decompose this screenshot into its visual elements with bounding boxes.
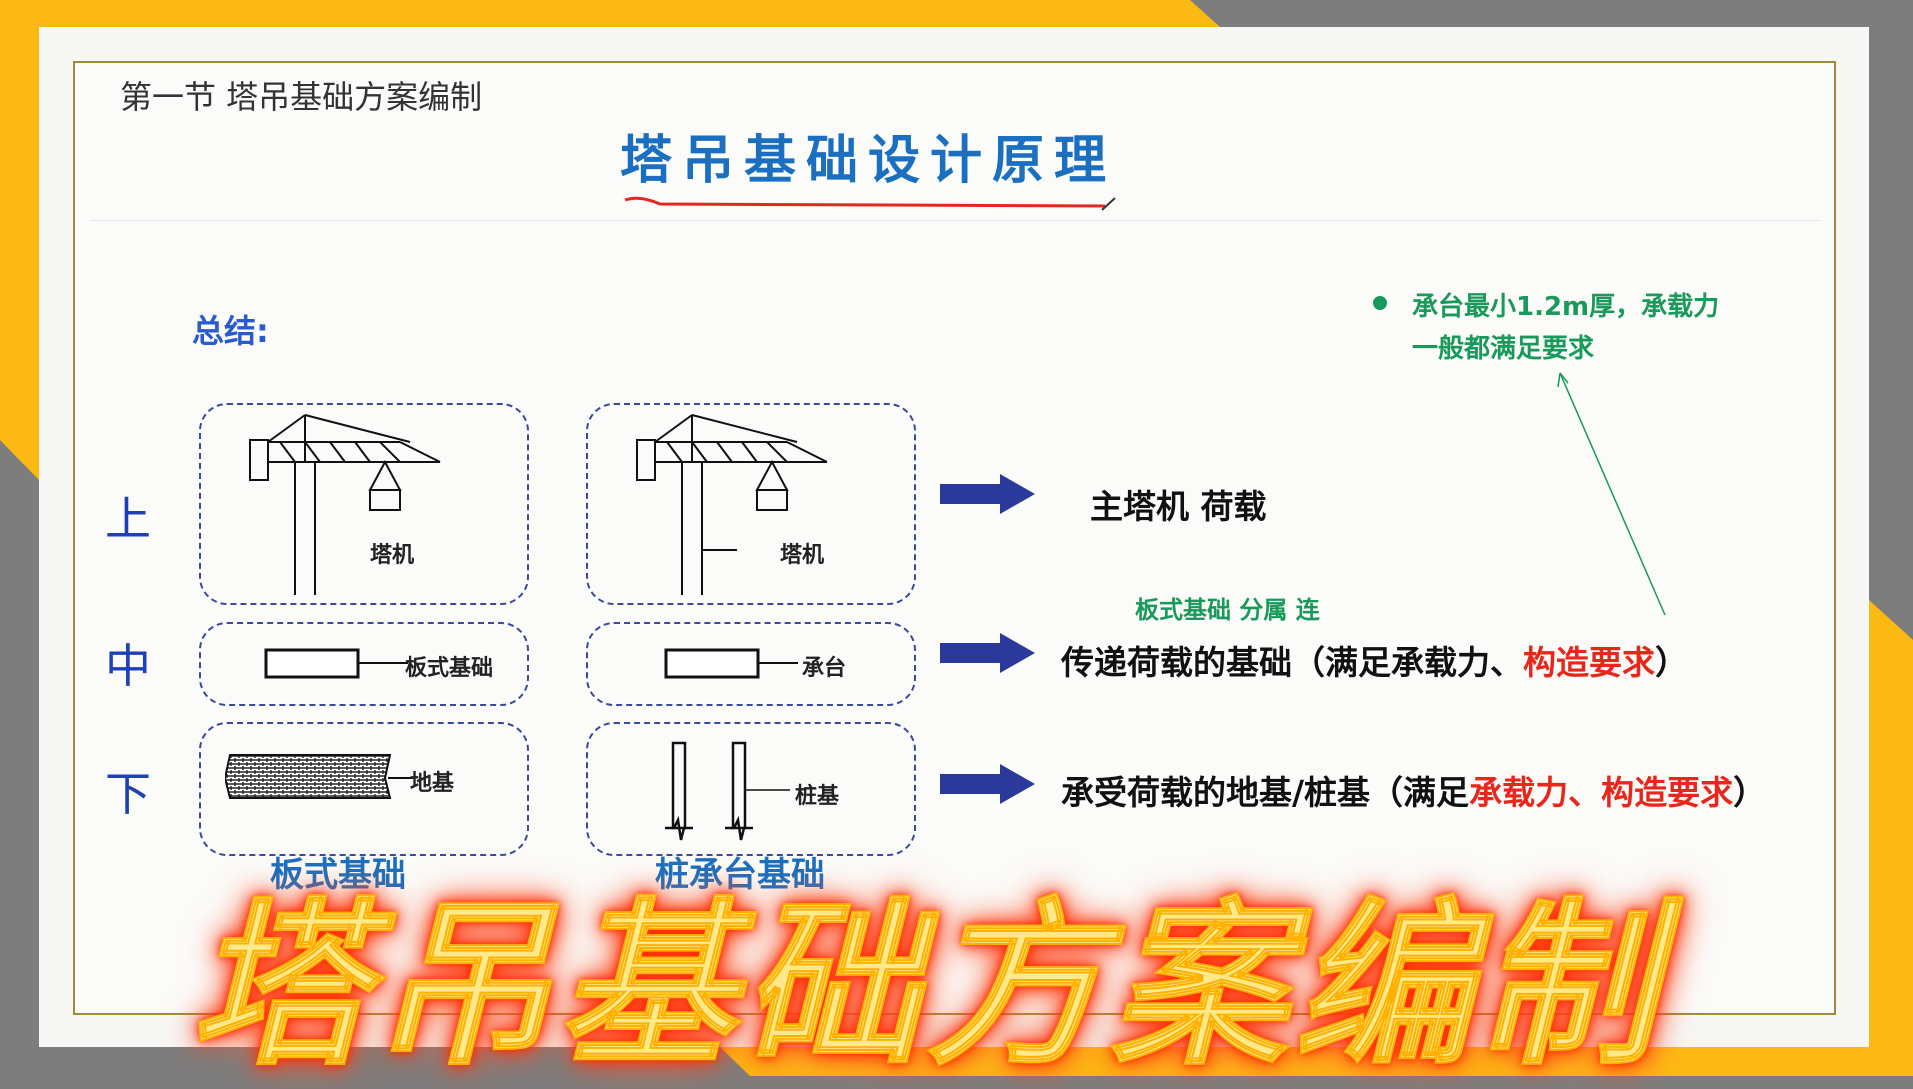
caption-raft-foundation: 板式基础 <box>270 855 406 895</box>
divider <box>90 220 1820 221</box>
label-ground: 地基 <box>410 771 455 796</box>
row-bottom-end: ） <box>1733 773 1767 812</box>
crane-left-drawing <box>249 414 441 595</box>
row-mid-red: 构造要求 <box>1523 643 1655 682</box>
overlay-title: 塔吊基础方案编制 <box>189 882 1662 1089</box>
row-mid-end: ） <box>1655 643 1688 682</box>
section-title: 第一节 塔吊基础方案编制 <box>120 78 483 116</box>
box-right-top <box>586 403 916 605</box>
crane-right-drawing <box>636 414 828 595</box>
row-bottom-text: 承受荷载的地基/桩基（满足承载力、构造要求） <box>1061 766 1766 814</box>
level-mid: 中 <box>105 639 151 693</box>
green-pointer-line <box>1557 372 1666 616</box>
green-partial-text: 板式基础 分属 连 <box>1135 596 1320 624</box>
level-bottom: 下 <box>105 767 151 821</box>
label-piles: 桩基 <box>795 784 840 809</box>
box-left-top <box>199 403 529 605</box>
row-bottom-red: 承载力、构造要求 <box>1469 773 1734 812</box>
ground-drawing <box>225 754 413 799</box>
row-mid-text: 传递荷载的基础（满足承载力、构造要求） <box>1061 636 1688 684</box>
piles-drawing <box>665 741 790 841</box>
level-top: 上 <box>105 492 151 546</box>
raft-foundation-drawing <box>264 648 408 679</box>
label-crane-right: 塔机 <box>780 543 825 568</box>
box-left-mid <box>199 622 529 706</box>
green-note-line1: 承台最小1.2m厚，承载力 <box>1412 292 1720 322</box>
pile-cap-drawing <box>664 648 798 679</box>
arrow-mid-icon <box>940 633 1035 673</box>
label-crane-left: 塔机 <box>370 543 415 568</box>
box-right-mid <box>586 622 916 706</box>
arrow-bottom-icon <box>940 764 1035 804</box>
arrows <box>940 474 1035 804</box>
red-underline <box>624 196 1116 211</box>
box-right-bottom <box>586 722 916 856</box>
label-pile-cap: 承台 <box>802 656 847 681</box>
row-mid-black: 传递荷载的基础（满足承载力、 <box>1061 643 1523 682</box>
caption-pile-cap-foundation: 桩承台基础 <box>655 855 825 895</box>
main-title: 塔吊基础设计原理 <box>620 131 1117 191</box>
box-left-bottom <box>199 722 529 856</box>
arrow-top-icon <box>940 474 1035 514</box>
summary-label: 总结: <box>192 312 269 350</box>
green-note-line2: 一般都满足要求 <box>1412 334 1595 364</box>
row-bottom-black: 承受荷载的地基/桩基（满足 <box>1061 773 1470 812</box>
label-raft: 板式基础 <box>405 656 494 681</box>
bullet-icon <box>1373 296 1387 310</box>
row-top-text: 主塔机 荷载 <box>1090 487 1267 526</box>
